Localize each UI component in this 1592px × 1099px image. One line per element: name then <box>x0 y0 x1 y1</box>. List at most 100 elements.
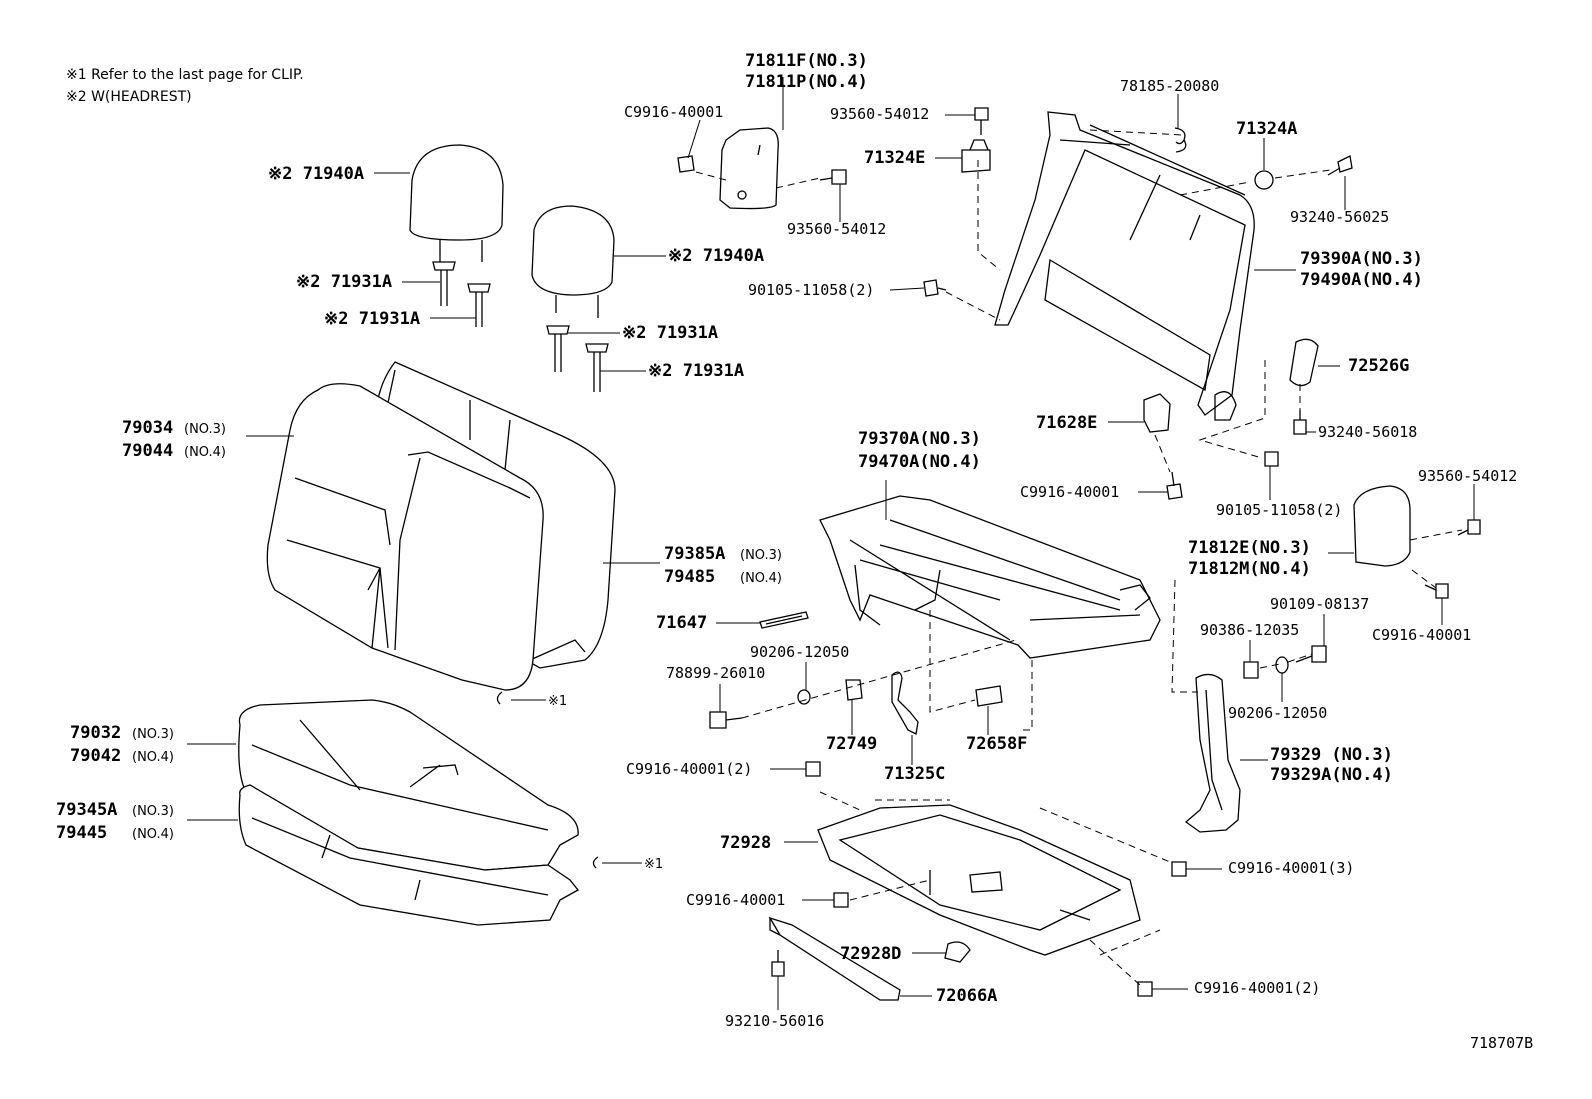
strap-72066a <box>768 916 901 1001</box>
label-90105-b: 90105-11058(2) <box>1216 501 1342 519</box>
label-93560-c: 93560-54012 <box>1418 467 1517 485</box>
collar-90386 <box>1243 661 1259 679</box>
bolt-c9916-b <box>1166 471 1183 500</box>
label-72928: 72928 <box>720 833 771 853</box>
label-90386: 90386-12035 <box>1200 621 1299 639</box>
headrest-guide-4 <box>585 343 609 392</box>
label-c9916-g: C9916-40001(2) <box>1194 979 1320 997</box>
label-79034: 79034 <box>122 418 173 438</box>
label-71628e: 71628E <box>1036 413 1097 433</box>
label-79445-suffix: (NO.4) <box>132 827 174 842</box>
lock-cover-upper <box>719 127 779 210</box>
bolt-93560-b <box>819 169 847 185</box>
bolt-78899 <box>709 711 743 729</box>
cap-71324a <box>1254 170 1274 190</box>
assembly-lines <box>695 129 1463 986</box>
label-c9916-b: C9916-40001 <box>1020 483 1119 501</box>
bolt-93560-c <box>1457 519 1481 536</box>
label-71812m: 71812M(NO.4) <box>1188 559 1311 579</box>
label-72928d: 72928D <box>840 944 901 964</box>
label-79042: 79042 <box>70 746 121 766</box>
bolt-90105-a <box>923 279 947 297</box>
label-clip-2: ※1 <box>644 857 663 872</box>
label-72066a: 72066A <box>936 986 997 1006</box>
label-79032: 79032 <box>70 723 121 743</box>
plug-72928d <box>944 941 971 963</box>
bolt-93240-56018 <box>1293 410 1307 435</box>
label-71811p: 71811P(NO.4) <box>745 72 868 92</box>
label-93210: 93210-56016 <box>725 1012 824 1030</box>
label-79044-suffix: (NO.4) <box>184 445 226 460</box>
label-79032-suffix: (NO.3) <box>132 727 174 742</box>
grip-72526g <box>1289 338 1319 387</box>
label-78185: 78185-20080 <box>1120 77 1219 95</box>
bolt-c9916-a <box>677 155 695 173</box>
spacer-90206-b <box>1275 656 1289 674</box>
label-79385a: 79385A <box>664 544 725 564</box>
label-c9916-e: C9916-40001 <box>686 891 785 909</box>
label-79470a: 79470A(NO.4) <box>858 452 981 472</box>
label-90206-b: 90206-12050 <box>1228 704 1327 722</box>
bolt-c9916-c <box>1424 583 1449 599</box>
label-clip-1: ※1 <box>548 694 567 709</box>
label-71812e: 71812E(NO.3) <box>1188 538 1311 558</box>
label-90105-a: 90105-11058(2) <box>748 281 874 299</box>
bolt-93210 <box>771 950 785 977</box>
label-c9916-c: C9916-40001 <box>1372 626 1471 644</box>
label-79490a: 79490A(NO.4) <box>1300 270 1423 290</box>
seatback-frame <box>994 111 1255 421</box>
label-93560-a: 93560-54012 <box>830 105 929 123</box>
seat-cushion-frame <box>819 495 1161 659</box>
seat-base-tray <box>817 804 1141 956</box>
headrest-right <box>531 205 615 318</box>
pad-72658f <box>975 685 1003 707</box>
bracket-71325c <box>891 671 919 735</box>
label-79485: 79485 <box>664 567 715 587</box>
label-c9916-d: C9916-40001(2) <box>626 760 752 778</box>
headrest-left <box>409 144 504 262</box>
seat-leg <box>1184 673 1241 833</box>
label-71931a-4: ※2 71931A <box>648 361 744 381</box>
clip-icon-2 <box>592 856 599 869</box>
label-71931a-3: ※2 71931A <box>622 323 718 343</box>
cover-71628e <box>1143 393 1171 433</box>
label-79385a-suffix: (NO.3) <box>740 548 782 563</box>
label-c9916-a: C9916-40001 <box>624 103 723 121</box>
label-79042-suffix: (NO.4) <box>132 750 174 765</box>
note-headrest: ※2 W(HEADREST) <box>66 89 192 105</box>
clip-icon-1 <box>496 691 503 705</box>
label-72658f: 72658F <box>966 734 1027 754</box>
label-79329a: 79329A(NO.4) <box>1270 765 1393 785</box>
label-79390a: 79390A(NO.3) <box>1300 249 1423 269</box>
bolt-93240-56025 <box>1327 155 1353 176</box>
label-71324a: 71324A <box>1236 119 1297 139</box>
trim-71647 <box>759 611 809 629</box>
bolt-90109 <box>1295 645 1327 663</box>
label-93240-a: 93240-56025 <box>1290 208 1389 226</box>
label-90109: 90109-08137 <box>1270 595 1369 613</box>
headrest-guide-1 <box>432 261 456 306</box>
label-71811f: 71811F(NO.3) <box>745 51 868 71</box>
label-71325c: 71325C <box>884 764 945 784</box>
label-93240-b: 93240-56018 <box>1318 423 1417 441</box>
spacer-90206-a <box>797 689 811 705</box>
label-90206-a: 90206-12050 <box>750 643 849 661</box>
label-c9916-f: C9916-40001(3) <box>1228 859 1354 877</box>
label-79485-suffix: (NO.4) <box>740 571 782 586</box>
strap-guide-e <box>961 139 991 173</box>
label-71940a-1: ※2 71940A <box>268 164 364 184</box>
part-labels: 71811F(NO.3) 71811P(NO.4) C9916-40001 93… <box>56 51 1533 1052</box>
label-79445: 79445 <box>56 823 107 843</box>
label-71931a-2: ※2 71931A <box>324 309 420 329</box>
bolt-c9916-e <box>833 892 849 908</box>
figure-id: 718707B <box>1470 1034 1533 1052</box>
label-79329: 79329 (NO.3) <box>1270 745 1393 765</box>
headrest-guide-3 <box>546 325 570 372</box>
leader-lines <box>187 77 1475 1010</box>
seatback-cover <box>266 383 544 691</box>
label-93560-b: 93560-54012 <box>787 220 886 238</box>
note-clip: ※1 Refer to the last page for CLIP. <box>66 67 304 83</box>
label-71931a-1: ※2 71931A <box>296 272 392 292</box>
